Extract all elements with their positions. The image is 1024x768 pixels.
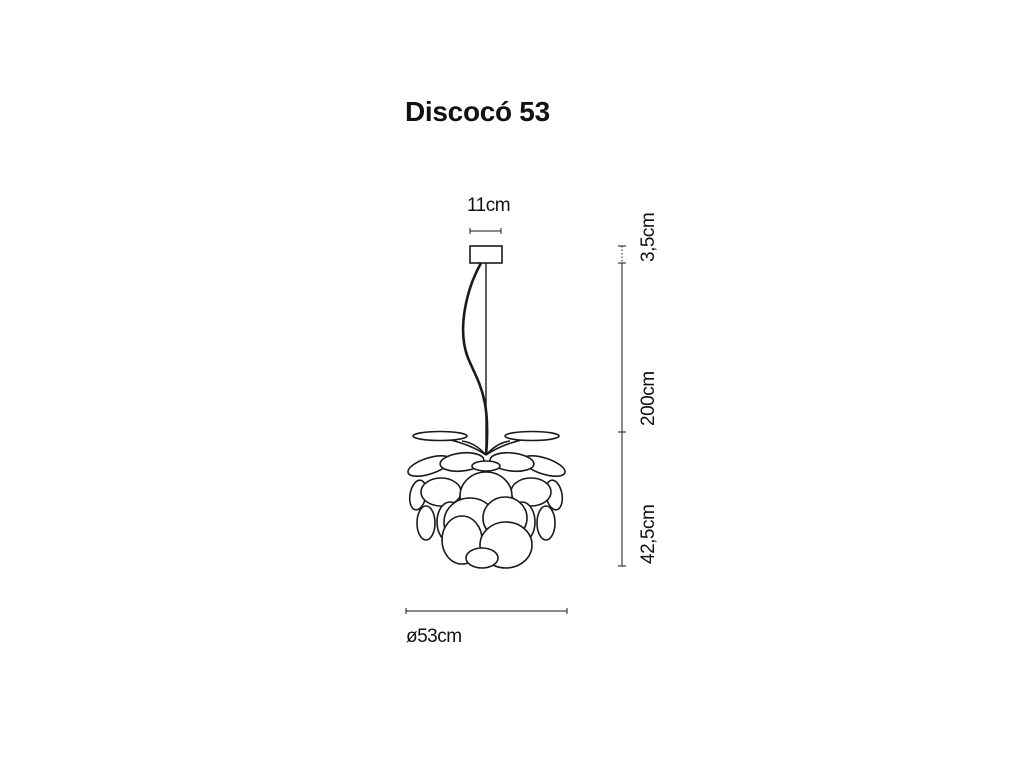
lamp-shade [407,430,566,569]
ceiling-canopy [469,245,503,264]
dimension-lines [405,228,626,614]
shade-diameter-label: ø53cm [406,626,462,647]
power-cable [461,262,489,456]
canopy-width-label: 11cm [467,195,511,216]
product-title: Discocó 53 [405,96,550,127]
